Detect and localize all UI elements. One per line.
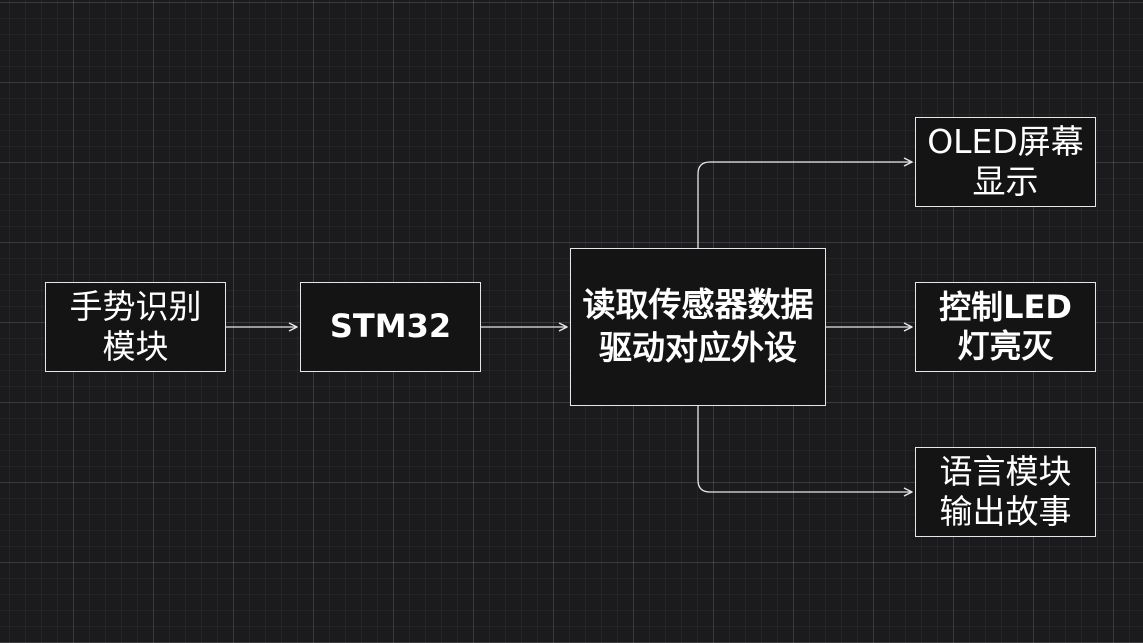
arrow-read-to-voice [697,406,913,497]
node-oled-line1: OLED屏幕 [927,121,1084,161]
node-stm32-label: STM32 [329,307,452,346]
node-read-text: 读取传感器数据 驱动对应外设 [583,284,814,370]
node-voice-text: 语言模块 输出故事 [940,452,1072,533]
node-stm32[interactable]: STM32 [300,282,481,372]
node-gesture-text: 手势识别 模块 [70,287,202,368]
node-read-line1: 读取传感器数据 [582,285,814,325]
node-read-sensor[interactable]: 读取传感器数据 驱动对应外设 [570,248,826,406]
node-voice-line1: 语言模块 [939,451,1072,491]
node-voice-module[interactable]: 语言模块 输出故事 [915,447,1096,537]
node-led-text: 控制LED 灯亮灭 [939,288,1072,366]
node-gesture-line1: 手势识别 [69,286,202,326]
node-voice-line2: 输出故事 [939,492,1072,531]
node-led-control[interactable]: 控制LED 灯亮灭 [915,282,1096,372]
node-oled-line2: 显示 [972,162,1039,201]
arrow-read-to-oled [697,157,913,248]
node-gesture-module[interactable]: 手势识别 模块 [45,282,226,372]
node-oled-text: OLED屏幕 显示 [927,122,1084,203]
node-oled-display[interactable]: OLED屏幕 显示 [915,117,1096,207]
node-led-line2: 灯亮灭 [957,327,1054,365]
node-gesture-line2: 模块 [102,327,169,366]
node-read-line2: 驱动对应外设 [599,328,797,367]
node-led-line1: 控制LED [939,287,1072,326]
